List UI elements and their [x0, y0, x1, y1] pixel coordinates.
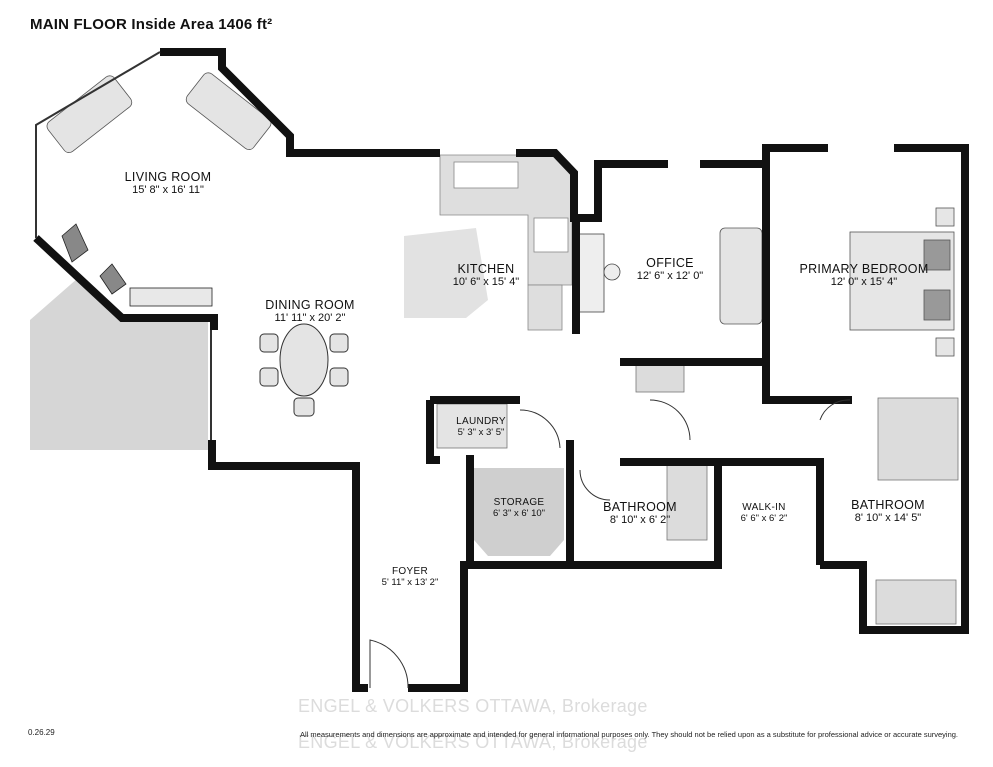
room-label-storage: STORAGE 6' 3" x 6' 10": [493, 497, 545, 519]
storage-fill: [474, 468, 564, 556]
room-dims: 6' 6" x 6' 2": [740, 512, 788, 524]
room-dims: 12' 6" x 12' 0": [636, 270, 704, 283]
dining-table: [259, 323, 349, 417]
room-dims: 8' 10" x 6' 2": [609, 514, 671, 527]
watermark: ENGEL & VOLKERS OTTAWA, Brokerage: [298, 696, 648, 716]
room-name: WALK-IN: [742, 502, 786, 513]
room-name: KITCHEN: [457, 262, 515, 276]
room-label-bathroom-1: BATHROOM 8' 10" x 6' 2": [603, 500, 677, 527]
disclaimer-text: All measurements and dimensions are appr…: [300, 730, 959, 739]
office-desk: [575, 233, 621, 313]
room-name: LIVING ROOM: [124, 170, 212, 184]
bathroom-fixtures: [436, 361, 959, 625]
room-dims: 5' 11" x 13' 2": [381, 576, 439, 588]
fireplace: [61, 223, 213, 307]
room-name: BATHROOM: [851, 498, 925, 512]
room-name: LAUNDRY: [456, 416, 506, 427]
sofas: [46, 72, 763, 325]
room-label-foyer: FOYER 5' 11" x 13' 2": [382, 566, 439, 588]
room-label-walk-in: WALK-IN 6' 6" x 6' 2": [741, 502, 788, 524]
bed: [849, 207, 955, 357]
room-dims: 10' 6" x 15' 4": [452, 276, 520, 289]
room-dims: 15' 8" x 16' 11": [132, 184, 204, 197]
door-swings: [369, 399, 851, 689]
room-label-primary-bedroom: PRIMARY BEDROOM 12' 0" x 15' 4": [799, 262, 928, 289]
room-name: BATHROOM: [603, 500, 677, 514]
room-name: DINING ROOM: [265, 298, 355, 312]
room-name: STORAGE: [493, 497, 545, 508]
watermark: ENGEL & VOLKERS OTTAWA, Brokerage: [298, 732, 648, 752]
room-dims: 8' 10" x 14' 5": [854, 512, 922, 525]
room-dims: 6' 3" x 6' 10": [492, 507, 546, 519]
floor-plan-title: MAIN FLOOR Inside Area 1406 ft²: [30, 16, 273, 33]
room-name: OFFICE: [646, 256, 694, 270]
walls: [33, 48, 969, 692]
room-name: FOYER: [392, 566, 428, 577]
room-label-dining: DINING ROOM 11' 11" x 20' 2": [265, 298, 354, 325]
kitchen-counters: [404, 154, 573, 331]
room-name: PRIMARY BEDROOM: [799, 262, 929, 276]
room-label-bathroom-2: BATHROOM 8' 10" x 14' 5": [851, 498, 925, 525]
room-label-living: LIVING ROOM 15' 8" x 16' 11": [125, 170, 212, 197]
thin-walls: [35, 51, 212, 440]
room-label-office: OFFICE 12' 6" x 12' 0": [637, 256, 703, 283]
version-label: 0.26.29: [28, 728, 55, 737]
room-label-laundry: LAUNDRY 5' 3" x 3' 5": [456, 416, 506, 438]
room-dims: 12' 0" x 15' 4": [830, 276, 898, 289]
room-dims: 11' 11" x 20' 2": [274, 312, 346, 325]
room-dims: 5' 3" x 3' 5": [457, 426, 505, 438]
room-label-kitchen: KITCHEN 10' 6" x 15' 4": [453, 262, 519, 289]
